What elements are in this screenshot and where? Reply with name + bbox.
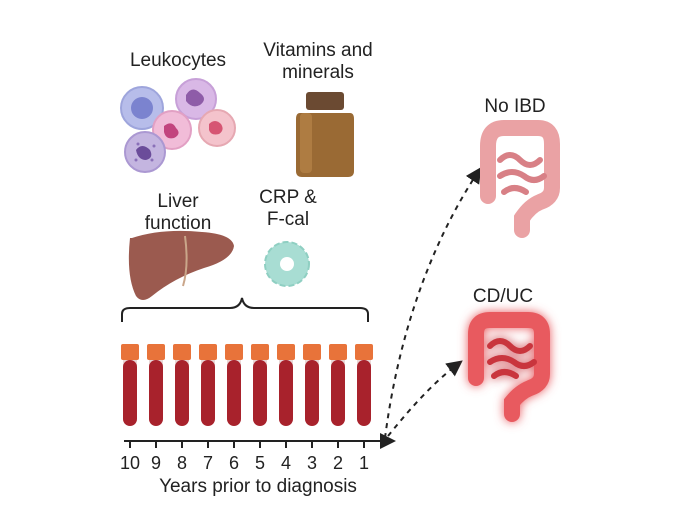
tick-label: 1 [358, 453, 369, 473]
timeline-axis [124, 433, 396, 449]
blood-tube [121, 344, 139, 426]
tick-label: 9 [150, 453, 161, 473]
crp-molecule-icon [264, 241, 310, 287]
label-cd-uc: CD/UC [472, 286, 534, 307]
curly-brace [121, 297, 369, 322]
tick-label: 5 [254, 453, 265, 473]
blood-tubes [121, 344, 373, 426]
blood-tube [303, 344, 321, 426]
tick-label: 3 [306, 453, 317, 473]
blood-tube [329, 344, 347, 426]
tick-label: 2 [332, 453, 343, 473]
tick-label: 7 [202, 453, 213, 473]
blood-tube [225, 344, 243, 426]
vitamin-bottle-icon [296, 92, 354, 177]
label-leukocytes: Leukocytes [129, 50, 227, 71]
blood-tube [199, 344, 217, 426]
label-no-ibd: No IBD [484, 96, 546, 117]
blood-tube [173, 344, 191, 426]
axis-title: Years prior to diagnosis [159, 476, 357, 497]
blood-tube [277, 344, 295, 426]
arrow-to-no-ibd [384, 166, 482, 439]
label-liver-function: Liver function [144, 191, 212, 234]
healthy-colon-icon [480, 120, 560, 238]
blood-tube [251, 344, 269, 426]
label-vitamins-minerals: Vitamins and minerals [263, 40, 373, 83]
tick-label: 10 [119, 453, 141, 473]
blood-tube [355, 344, 373, 426]
blood-tube [147, 344, 165, 426]
tick-label: 4 [280, 453, 291, 473]
tick-label: 8 [176, 453, 187, 473]
tick-label: 6 [228, 453, 239, 473]
arrow-to-cd-uc [387, 360, 463, 437]
leukocyte-cells-icon [120, 78, 236, 173]
inflamed-colon-icon [468, 312, 550, 422]
label-crp-fcal: CRP & F-cal [259, 187, 317, 230]
liver-icon [128, 230, 234, 300]
